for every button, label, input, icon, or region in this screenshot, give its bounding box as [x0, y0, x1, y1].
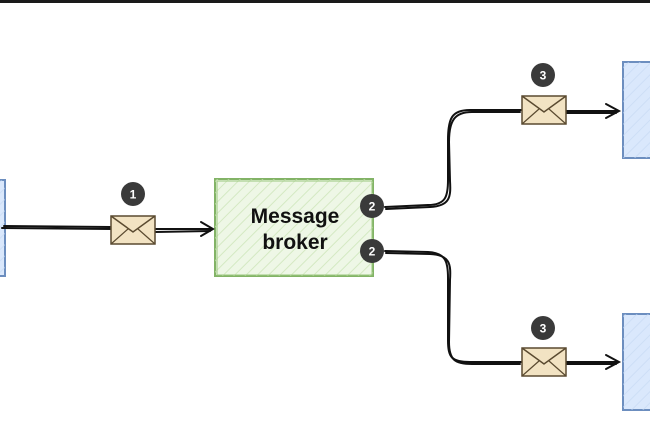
step-badge-1: 1 [121, 182, 145, 206]
step-badge-2-top: 2 [360, 194, 384, 218]
broker-label-line-2: broker [262, 231, 328, 254]
consumer-node-top[interactable] [622, 61, 650, 159]
envelope-icon [521, 95, 567, 125]
envelope-icon [521, 347, 567, 377]
step-badge-1-label: 1 [130, 188, 137, 202]
consumer-node-bottom[interactable] [622, 313, 650, 411]
step-badge-3-bottom: 3 [531, 316, 555, 340]
step-badge-3-top: 3 [531, 63, 555, 87]
arrow-producer-to-broker [1, 221, 215, 237]
arrow-broker-to-top [384, 103, 622, 210]
step-badge-3-top-label: 3 [540, 69, 547, 83]
envelope-icon [110, 215, 156, 245]
top-border [0, 0, 650, 3]
arrow-broker-to-bottom [384, 250, 622, 370]
message-broker-box[interactable] [214, 178, 374, 277]
step-badge-3-bottom-label: 3 [540, 322, 547, 336]
broker-label-line-1: Message [250, 205, 340, 228]
step-badge-2-bottom-label: 2 [369, 245, 376, 259]
step-badge-2-top-label: 2 [369, 200, 376, 214]
step-badge-2-bottom: 2 [360, 239, 384, 263]
